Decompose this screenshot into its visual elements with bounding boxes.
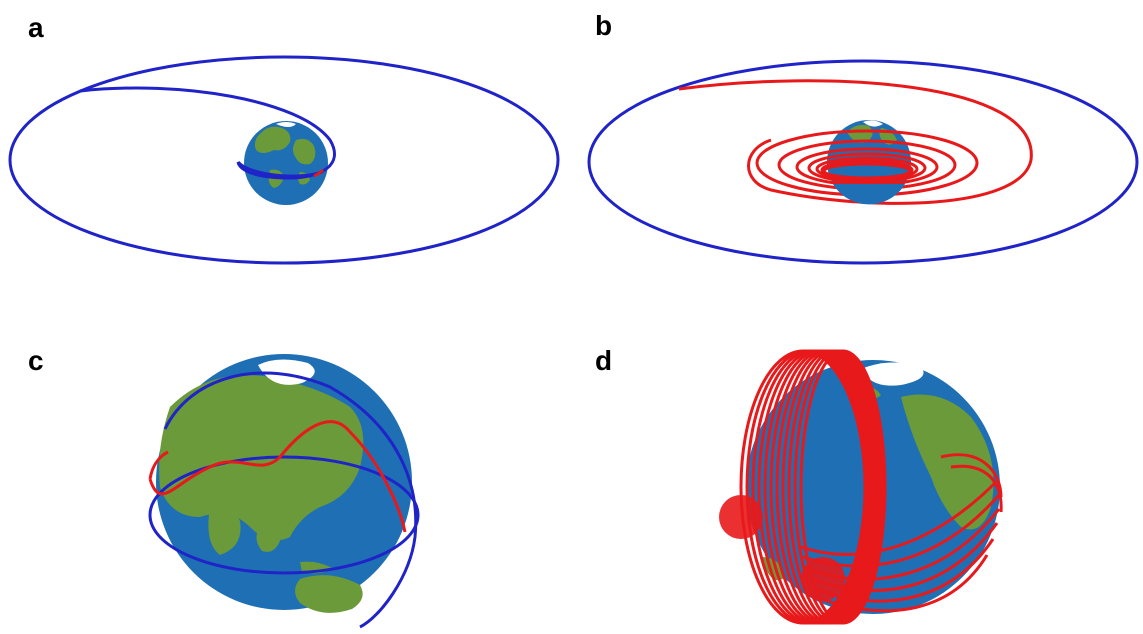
node-cluster-left	[719, 495, 763, 539]
orbit-inner-loop	[79, 86, 336, 180]
polar-orbit-family	[739, 349, 1003, 625]
node-cluster-bottom	[801, 557, 845, 601]
panel-c: c	[0, 317, 571, 634]
orbit-ellipse	[8, 55, 560, 265]
earth-globe	[244, 121, 328, 205]
panel-label-c: c	[28, 345, 44, 376]
panel-label-b: b	[595, 10, 613, 41]
panel-b: b	[571, 0, 1143, 317]
panel-label-a: a	[28, 12, 44, 43]
orbit-paths	[148, 371, 420, 629]
panel-d: d	[571, 317, 1143, 634]
panel-c-figure	[148, 354, 420, 629]
orbit-red-segment	[313, 168, 325, 178]
panel-d-figure	[719, 349, 1003, 625]
panel-a: a	[0, 0, 571, 317]
panel-a-figure	[8, 55, 560, 265]
earth-front-cap	[833, 184, 905, 205]
orbit-ellipse	[587, 59, 1139, 265]
panel-b-figure	[587, 59, 1139, 265]
panel-label-d: d	[595, 345, 613, 376]
